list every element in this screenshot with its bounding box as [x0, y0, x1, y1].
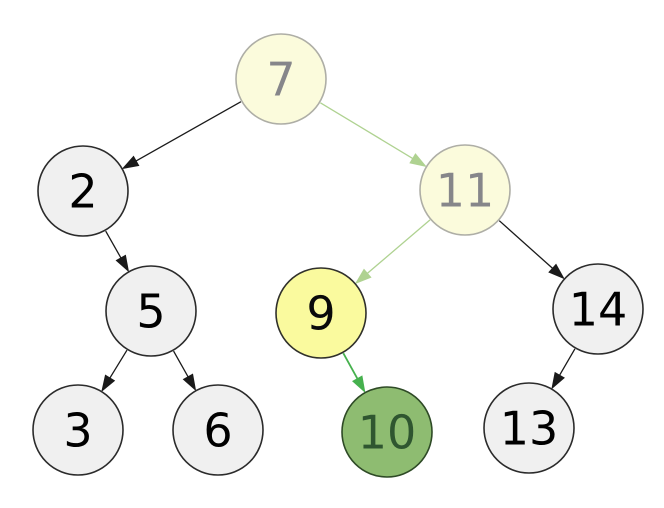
node-label: 2: [68, 165, 97, 219]
tree-edge-2-5: [105, 230, 130, 273]
edge-arrowhead-icon: [115, 254, 130, 273]
node-label: 14: [569, 283, 628, 337]
edge-arrowhead-icon: [101, 374, 116, 393]
tree-node-9: 9: [275, 267, 367, 359]
tree-node-10: 10: [341, 386, 433, 478]
node-label: 6: [203, 404, 232, 458]
edge-line: [173, 350, 190, 379]
tree-edge-5-3: [101, 349, 128, 393]
tree-node-13: 13: [483, 382, 575, 474]
tree-node-5: 5: [105, 265, 197, 357]
tree-edge-5-6: [173, 350, 197, 392]
edge-arrowhead-icon: [352, 375, 366, 394]
node-circle: [235, 33, 327, 125]
edge-line: [134, 101, 242, 163]
edge-arrowhead-icon: [121, 155, 140, 170]
node-circle: [105, 265, 197, 357]
edge-arrowhead-icon: [551, 371, 565, 390]
node-label: 13: [500, 402, 559, 456]
edge-line: [342, 352, 360, 381]
edge-arrowhead-icon: [409, 153, 427, 168]
node-circle: [172, 384, 264, 476]
node-label: 5: [136, 285, 165, 339]
node-label: 10: [358, 406, 417, 460]
edge-arrowhead-icon: [354, 268, 372, 285]
edge-arrowhead-icon: [182, 373, 197, 392]
node-circle: [37, 145, 129, 237]
node-circle: [32, 384, 124, 476]
node-circle: [419, 144, 511, 236]
node-label: 3: [63, 404, 92, 458]
tree-node-3: 3: [32, 384, 124, 476]
tree-edge-11-14: [498, 220, 565, 280]
node-label: 9: [306, 287, 335, 341]
node-circle: [275, 267, 367, 359]
tree-edge-7-11: [320, 102, 427, 168]
edge-line: [320, 102, 415, 161]
tree-node-6: 6: [172, 384, 264, 476]
edge-arrowhead-icon: [548, 263, 565, 280]
edge-line: [105, 230, 123, 260]
tree-node-11: 11: [419, 144, 511, 236]
edge-line: [108, 349, 128, 381]
node-circle: [552, 263, 644, 355]
tree-node-7: 7: [235, 33, 327, 125]
edge-line: [558, 348, 576, 378]
tree-edge-7-2: [121, 101, 242, 170]
node-label: 7: [266, 53, 295, 107]
edge-line: [365, 219, 431, 276]
node-label: 11: [436, 164, 495, 218]
edge-line: [498, 220, 555, 271]
tree-edge-14-13: [551, 348, 576, 390]
tree-node-2: 2: [37, 145, 129, 237]
tree-edge-11-9: [354, 219, 431, 285]
tree-edge-9-10: [342, 352, 366, 394]
node-circle: [341, 386, 433, 478]
tree-node-14: 14: [552, 263, 644, 355]
node-circle: [483, 382, 575, 474]
